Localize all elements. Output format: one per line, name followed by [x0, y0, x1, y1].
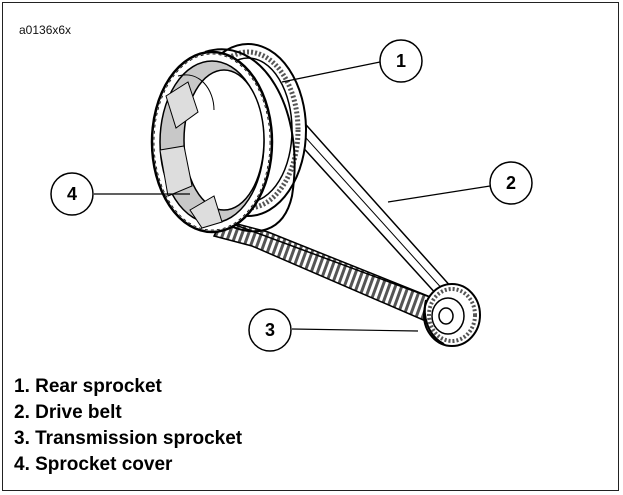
sprocket-cover	[150, 50, 274, 234]
legend-item-rear-sprocket: 1. Rear sprocket	[14, 376, 162, 397]
callout-2: 2	[489, 161, 533, 205]
callout-1-leader	[281, 61, 381, 83]
svg-text:2: 2	[506, 173, 516, 193]
callout-3-leader	[291, 328, 419, 332]
callout-4: 4	[50, 172, 94, 216]
figure-id: a0136x6x	[19, 23, 72, 37]
drive-belt-rear-wrap	[204, 48, 296, 233]
legend-item-sprocket-cover: 4. Sprocket cover	[14, 454, 173, 475]
figure-frame: a0136x6x	[2, 2, 619, 491]
callout-2-leader	[387, 185, 491, 203]
transmission-sprocket	[423, 283, 481, 347]
parts-legend: 1. Rear sprocket 2. Drive belt 3. Transm…	[14, 374, 242, 478]
svg-text:4: 4	[67, 184, 77, 204]
legend-item-transmission-sprocket: 3. Transmission sprocket	[14, 428, 243, 449]
legend-item-drive-belt: 2. Drive belt	[14, 402, 122, 423]
svg-text:1: 1	[396, 51, 406, 71]
svg-text:3: 3	[265, 320, 275, 340]
callout-1: 1	[379, 39, 423, 83]
callout-3: 3	[248, 308, 292, 352]
